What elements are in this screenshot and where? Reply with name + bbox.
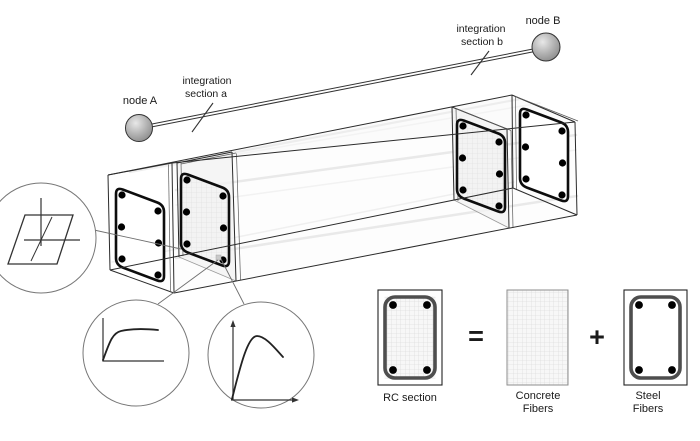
steel-rebar-dots	[635, 301, 676, 374]
rebar-dots	[458, 122, 504, 210]
confined-concrete-leader-line	[157, 259, 219, 305]
integration-section-a-label-line1: integration	[182, 75, 231, 87]
steel-hysteresis-icon	[7, 198, 80, 265]
beam-3d-wireframe	[107, 94, 579, 294]
node-a-sphere	[125, 114, 153, 142]
confined-concrete-inset	[82, 299, 190, 407]
section-stirrup-2	[179, 172, 231, 268]
node-a-label: node A	[123, 95, 158, 107]
y-axis-arrowhead	[230, 320, 236, 327]
steel-fibers-label-line1: Steel	[635, 390, 660, 402]
integration-section-b-marker	[470, 50, 490, 76]
steel-material-inset	[0, 182, 97, 294]
rc-section-label: RC section	[383, 392, 437, 404]
selected-fiber-marker	[215, 254, 222, 261]
node-b-sphere	[531, 32, 561, 62]
integration-section-a-marker	[191, 102, 214, 133]
unconfined-concrete-leader-line	[220, 258, 245, 305]
steel-stirrup	[629, 295, 682, 380]
confined-concrete-curve-icon	[102, 318, 164, 362]
section-stirrup-3	[455, 118, 507, 214]
plus-sign: +	[589, 322, 605, 352]
beam-outer-edges	[107, 94, 579, 294]
rc-rebar-dots	[389, 301, 431, 374]
unconfined-concrete-curve-icon	[230, 320, 299, 403]
steel-fibers-box	[623, 289, 688, 386]
unconfined-concrete-inset	[207, 301, 315, 409]
node-b-label: node B	[526, 15, 561, 27]
concrete-fibers-label-line2: Fibers	[523, 403, 554, 415]
steel-material-leader-line	[93, 229, 182, 250]
rc-section-box	[377, 289, 443, 386]
equals-sign: =	[468, 321, 484, 351]
concrete-fibers-box	[506, 289, 569, 386]
rebar-dots	[521, 111, 567, 199]
concrete-fibers-label-line1: Concrete	[516, 390, 561, 402]
section-stirrup-1	[114, 187, 166, 283]
section-stirrup-4	[518, 107, 570, 203]
rc-stirrup	[383, 295, 437, 380]
element-axis: node A node B integration section a inte…	[123, 15, 561, 142]
steel-fibers-label-line2: Fibers	[633, 403, 664, 415]
integration-section-b-label-line2: section b	[461, 36, 503, 48]
x-axis-arrowhead	[292, 397, 299, 403]
element-axis-line	[151, 48, 534, 125]
integration-section-a-label-line2: section a	[185, 88, 227, 100]
integration-section-b-label-line1: integration	[456, 23, 505, 35]
fiber-decomposition-equation: RC section = Concrete Fibers + Steel Fib…	[377, 289, 688, 415]
